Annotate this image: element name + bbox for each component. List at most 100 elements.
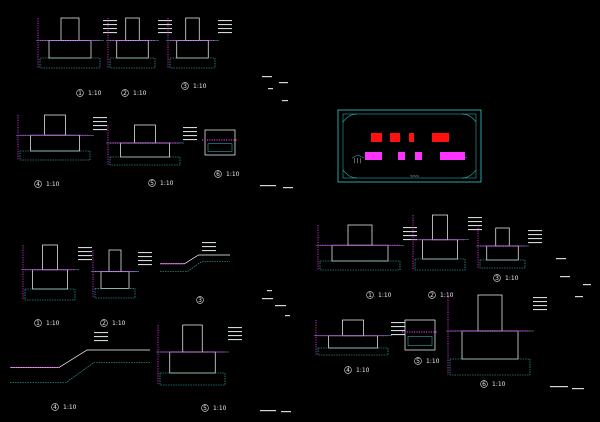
detail-section-9[interactable]: 3 (160, 242, 230, 304)
annotation-note (218, 20, 232, 22)
detail-section-17[interactable]: 6 1:10 (446, 294, 547, 388)
detail-number-circle (414, 357, 422, 365)
annotation-note (533, 305, 547, 307)
base-layer (10, 362, 150, 383)
annotation-note (94, 332, 108, 334)
detail-number: 5 (150, 180, 154, 187)
svg-text:~~~: ~~~ (410, 174, 419, 180)
annotation-note (103, 32, 117, 34)
detail-number-circle (428, 291, 436, 299)
gravel-base (109, 57, 156, 69)
annotation-note (218, 24, 232, 26)
annotation-note (103, 28, 117, 30)
annotation-note (403, 235, 417, 237)
annotation-note (94, 340, 108, 342)
detail-number-circle (480, 380, 488, 388)
annotation-note (93, 121, 107, 123)
detail-number: 6 (216, 171, 220, 178)
detail-number-circle (34, 180, 42, 188)
detail-scale: 1:10 (356, 367, 370, 374)
detail-number: 2 (102, 320, 106, 327)
annotation-note (533, 309, 547, 311)
annotation-note (228, 335, 242, 337)
annotation-note (391, 326, 405, 328)
red-block-4 (432, 133, 449, 142)
gravel-base (449, 358, 531, 376)
gravel-base (94, 288, 136, 299)
annotation-note (228, 339, 242, 341)
detail-number: 2 (430, 292, 434, 299)
detail-number: 3 (183, 83, 187, 90)
annotation-note (528, 230, 542, 232)
base-layer (160, 260, 230, 272)
magenta-block-2 (398, 152, 405, 160)
detail-number: 3 (495, 275, 499, 282)
annotation-note (468, 217, 482, 219)
annotation-note (158, 28, 172, 30)
detail-number-circle (344, 366, 352, 374)
detail-scale: 1:10 (492, 381, 506, 388)
title-frame-panel: ||| ~~~ (337, 109, 482, 183)
detail-number: 5 (203, 405, 207, 412)
detail-number-circle (100, 319, 108, 327)
annotation-note (202, 242, 216, 244)
annotation-note (158, 24, 172, 26)
annotation-note (391, 322, 405, 324)
annotation-note (528, 238, 542, 240)
detail-number: 1 (78, 90, 82, 97)
svg-text:|||: ||| (353, 158, 362, 164)
magenta-block-4 (440, 152, 465, 160)
gravel-base (317, 347, 389, 356)
annotation-note (218, 32, 232, 34)
detail-scale: 1:10 (426, 358, 440, 365)
annotation-note (183, 131, 197, 133)
detail-number-circle (196, 296, 204, 304)
detail-number: 1 (36, 320, 40, 327)
detail-scale: 1:10 (63, 404, 77, 411)
annotation-note (103, 24, 117, 26)
annotation-note (468, 225, 482, 227)
detail-number-circle (366, 291, 374, 299)
annotation-note (228, 327, 242, 329)
detail-number: 6 (482, 381, 486, 388)
annotation-note (403, 239, 417, 241)
detail-section-8[interactable]: 2 1:10 (91, 249, 152, 327)
annotation-note (183, 127, 197, 129)
annotation-note (138, 264, 152, 266)
annotation-note (138, 260, 152, 262)
annotation-note (468, 221, 482, 223)
annotation-note (391, 330, 405, 332)
annotation-note (93, 125, 107, 127)
gravel-base (319, 260, 401, 271)
annotation-note (93, 117, 107, 119)
detail-number-circle (51, 403, 59, 411)
red-block-2 (390, 133, 400, 142)
detail-scale: 1:10 (378, 292, 392, 299)
detail-scale: 1:10 (112, 320, 126, 327)
detail-number-circle (34, 319, 42, 327)
annotation-note (183, 139, 197, 141)
gravel-base (19, 150, 91, 161)
annotation-note (218, 28, 232, 30)
annotation-note (78, 255, 92, 257)
gravel-base (109, 156, 181, 166)
detail-number: 3 (198, 297, 202, 304)
annotation-note (202, 246, 216, 248)
annotation-note (94, 336, 108, 338)
